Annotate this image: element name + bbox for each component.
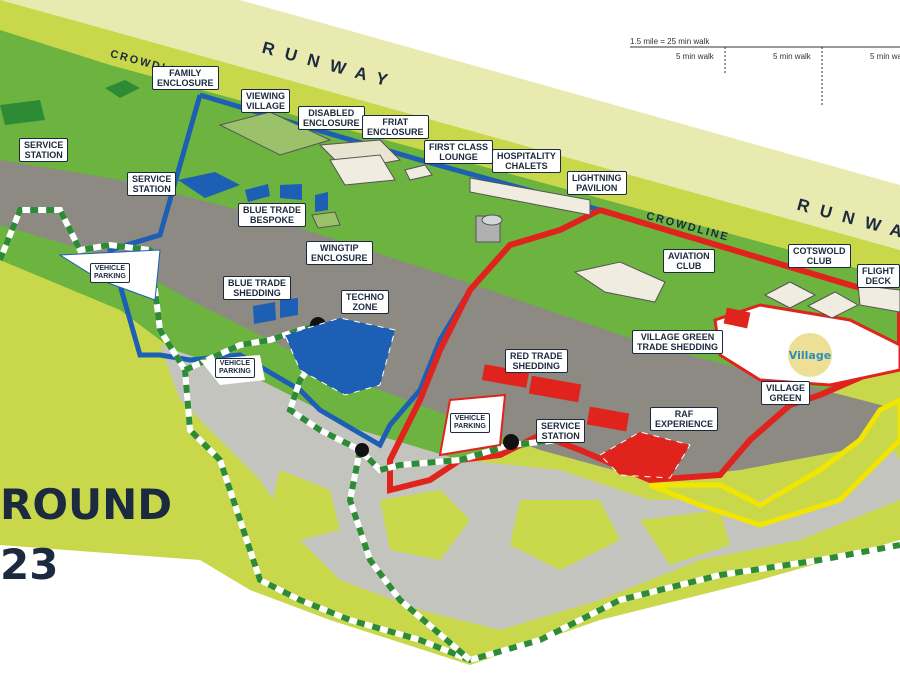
route-hub bbox=[355, 443, 369, 457]
scale-segment-label: 5 min walk bbox=[870, 52, 900, 61]
label-first-class-lounge: FIRST CLASS LOUNGE bbox=[424, 140, 494, 164]
label-blue-trade-bespoke: BLUE TRADE BESPOKE bbox=[238, 203, 306, 227]
label-flight-deck: FLIGHT DECK bbox=[857, 264, 900, 288]
label-village-green: VILLAGE GREEN bbox=[761, 381, 811, 405]
label-cotswold-club: COTSWOLD CLUB bbox=[788, 244, 851, 268]
grass-patch bbox=[640, 510, 730, 565]
walking-route bbox=[0, 207, 900, 664]
grass-patch bbox=[380, 490, 470, 560]
raf-experience-checker bbox=[599, 431, 691, 479]
label-service-station: SERVICE STATION bbox=[19, 138, 69, 162]
label-family-enclosure: FAMILY ENCLOSURE bbox=[152, 66, 219, 90]
techno-zone-checker bbox=[284, 317, 396, 396]
label-service-station: SERVICE STATION bbox=[127, 172, 177, 196]
label-disabled-enclosure: DISABLED ENCLOSURE bbox=[298, 106, 365, 130]
scale-header: 1.5 mile = 25 min walk bbox=[630, 37, 710, 46]
grass-patch bbox=[510, 500, 620, 570]
grass-patch bbox=[270, 470, 340, 540]
label-blue-trade-shedding: BLUE TRADE SHEDDING bbox=[223, 276, 291, 300]
map-title-line2: 23 bbox=[0, 540, 59, 589]
label-techno-zone: TECHNO ZONE bbox=[341, 290, 389, 314]
buildings bbox=[0, 80, 900, 432]
yellow-zone bbox=[649, 397, 900, 528]
map-title-line1: ROUND bbox=[0, 480, 173, 529]
label-viewing-village: VIEWING VILLAGE bbox=[241, 89, 291, 113]
label-vehicle-parking: VEHICLE PARKING bbox=[215, 358, 255, 378]
label-service-station: SERVICE STATION bbox=[536, 419, 586, 443]
label-lightning-pavilion: LIGHTNING PAVILION bbox=[567, 171, 627, 195]
scale-segment-label: 5 min walk bbox=[676, 52, 714, 61]
label-vehicle-parking: VEHICLE PARKING bbox=[90, 263, 130, 283]
label-wingtip-enclosure: WINGTIP ENCLOSURE bbox=[306, 241, 373, 265]
label-aviation-club: AVIATION CLUB bbox=[663, 249, 715, 273]
label-hospitality-chalets: HOSPITALITY CHALETS bbox=[492, 149, 561, 173]
label-red-trade-shedding: RED TRADE SHEDDING bbox=[505, 349, 568, 373]
village-logo-text: Village bbox=[789, 349, 831, 362]
scale-segment-label: 5 min walk bbox=[773, 52, 811, 61]
label-vehicle-parking: VEHICLE PARKING bbox=[450, 413, 490, 433]
grey-parking-area bbox=[160, 345, 900, 630]
scale-bar bbox=[630, 46, 900, 105]
label-friat-enclosure: FRIAT ENCLOSURE bbox=[362, 115, 429, 139]
village-logo bbox=[788, 333, 832, 377]
runway-strip bbox=[0, 0, 900, 250]
label-village-green-trade-shedding: VILLAGE GREEN TRADE SHEDDING bbox=[632, 330, 724, 354]
label-raf-experience: RAF EXPERIENCE bbox=[650, 407, 719, 431]
route-hub bbox=[503, 434, 519, 450]
